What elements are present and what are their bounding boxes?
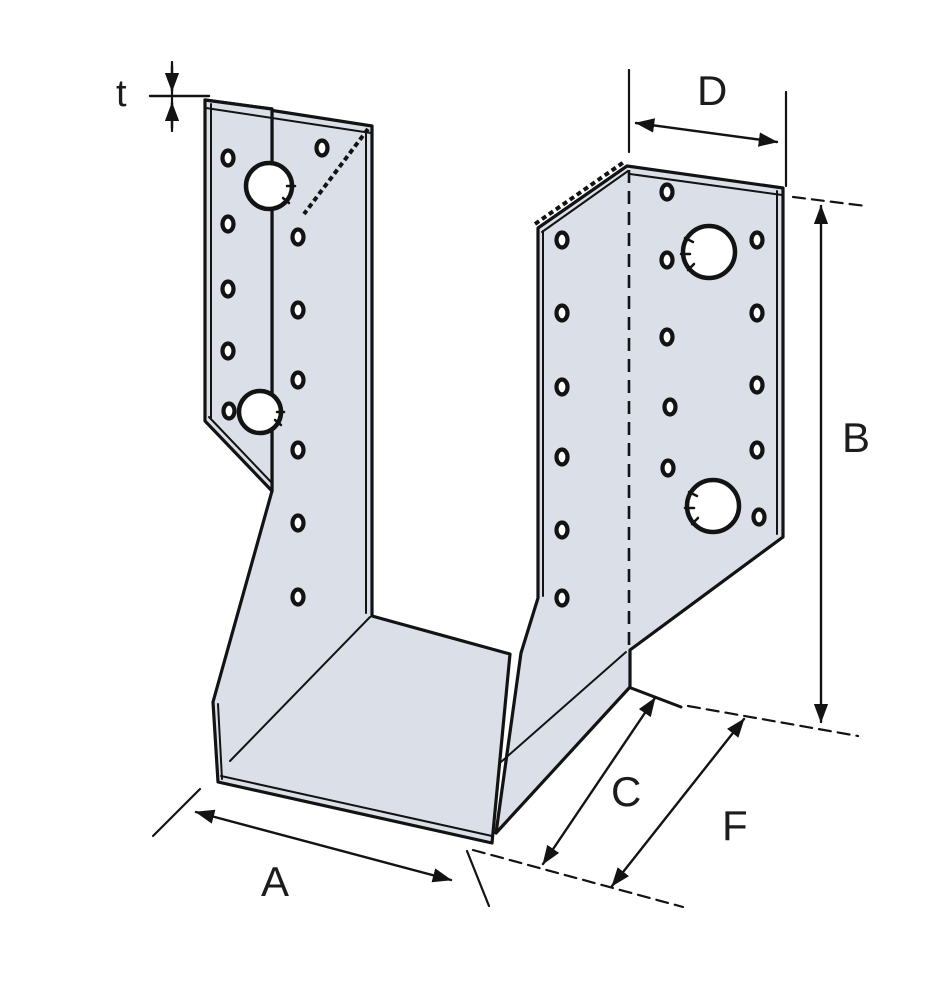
left-sheared-edge xyxy=(302,127,370,216)
dim-label-f: F xyxy=(722,802,748,849)
dim-label-a: A xyxy=(261,858,289,905)
right-face-nail-holes xyxy=(659,182,767,527)
left-web-nail-holes xyxy=(290,138,330,607)
dimension-f xyxy=(471,717,746,909)
bolt-hole-shading xyxy=(273,184,297,427)
bolt-hole-shading xyxy=(679,236,700,526)
left-flange-nail-holes xyxy=(220,148,237,421)
dimension-t xyxy=(148,60,211,133)
dim-label-t: t xyxy=(116,73,127,115)
right-web-nail-holes xyxy=(554,230,570,608)
dim-label-d: D xyxy=(697,67,727,114)
dimension-a xyxy=(151,787,491,908)
right-bolt-holes xyxy=(679,223,742,535)
right-web-and-face xyxy=(494,164,785,835)
dim-label-b: B xyxy=(842,414,870,461)
dimension-b xyxy=(686,195,868,738)
dimension-d xyxy=(627,68,788,188)
right-sheared-top-edge xyxy=(533,160,626,226)
dim-label-c: C xyxy=(611,768,641,815)
hanger-body xyxy=(203,98,785,845)
left-bolt-holes xyxy=(236,160,297,436)
